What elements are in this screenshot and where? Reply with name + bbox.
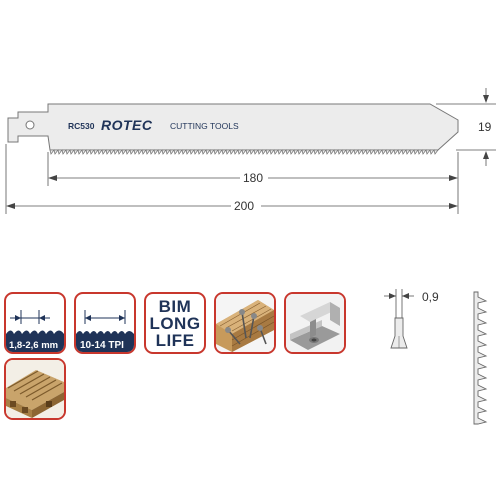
- tooth-length-label: 180: [243, 171, 263, 185]
- tooth-pitch-label: 1,8-2,6 mm: [9, 340, 58, 351]
- tpi-icon: 10-14 TPI: [76, 310, 134, 352]
- saw-blade: [7, 103, 459, 155]
- tooth-length-arrow-right: [449, 175, 458, 181]
- blade-teeth: [49, 149, 439, 155]
- bim-long-life-tile: BIM LONG LIFE: [144, 292, 206, 354]
- height-arrow-bottom: [483, 151, 489, 159]
- metal-profile-tile: [284, 292, 346, 354]
- total-length-dimension: [5, 144, 452, 214]
- pallet-icon: [6, 360, 64, 418]
- tpi-label: 10-14 TPI: [80, 340, 124, 351]
- brand-suffix: CUTTING TOOLS: [170, 121, 239, 131]
- blade-cross-section: [390, 317, 408, 349]
- bim-label: BIM: [158, 296, 192, 316]
- metal-profile-icon: [286, 294, 344, 352]
- total-length-arrow-left: [6, 203, 15, 209]
- model-label: RC530: [68, 121, 95, 131]
- long-label: LONG: [149, 313, 201, 333]
- tooth-pitch-icon: 1,8-2,6 mm: [6, 310, 64, 352]
- thickness-label: 0,9: [422, 290, 439, 304]
- height-arrow-top: [483, 95, 489, 103]
- height-label: 19: [478, 120, 492, 134]
- tooth-length-arrow-left: [48, 175, 57, 181]
- pallet-tile: [4, 358, 66, 420]
- thickness-arrow-right: [402, 293, 409, 299]
- mounting-hole: [25, 120, 35, 130]
- wood-with-nails-icon: [216, 294, 274, 352]
- wood-with-nails-tile: [214, 292, 276, 354]
- tpi-tile: 10-14 TPI: [74, 292, 136, 354]
- thickness-arrow-left: [389, 293, 396, 299]
- total-length-arrow-right: [449, 203, 458, 209]
- tooth-pitch-tile: 1,8-2,6 mm: [4, 292, 66, 354]
- brand-logo: ROTEC: [101, 117, 153, 133]
- life-label: LIFE: [155, 330, 195, 350]
- tooth-profile: [473, 291, 488, 425]
- total-length-label: 200: [234, 199, 254, 213]
